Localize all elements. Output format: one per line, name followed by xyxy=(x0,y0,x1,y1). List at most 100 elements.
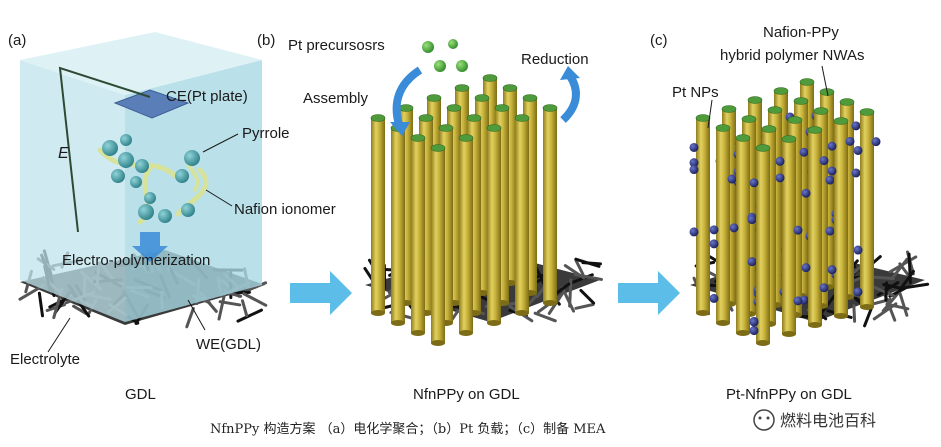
electropolymerization-arrow xyxy=(132,232,168,262)
assembly-arrow-head xyxy=(390,122,410,136)
carbon-fiber xyxy=(574,257,601,268)
pt-nanoparticle xyxy=(851,121,861,131)
pyrrole-monomer xyxy=(138,204,154,220)
watermark-text: 燃料电池百科 xyxy=(780,411,876,430)
reduction-arrow xyxy=(560,73,580,123)
nanowire-rod-top xyxy=(418,114,434,122)
nanowire-rod-top xyxy=(793,97,809,105)
nanowire-rod-base xyxy=(860,304,874,310)
pt-nanoparticle xyxy=(747,257,757,267)
carbon-fiber xyxy=(898,292,909,317)
pt-nanoparticle xyxy=(853,287,863,297)
nanowire-rod-top xyxy=(426,94,442,102)
label-pyrrole: Pyrrole xyxy=(242,125,290,142)
pyrrole-monomer xyxy=(175,169,189,183)
nanowire-rod-base xyxy=(431,340,445,346)
nanowire-rod xyxy=(696,118,710,313)
pt-nanoparticle xyxy=(845,136,855,146)
pt-nanoparticle xyxy=(819,156,829,166)
nanowire-rod xyxy=(459,138,473,333)
nanowire-rod xyxy=(834,121,848,316)
pt-nanoparticle xyxy=(689,165,699,175)
label-reduction: Reduction xyxy=(521,51,589,68)
step-arrow-a-to-b xyxy=(290,271,352,315)
carbon-fiber xyxy=(185,307,195,329)
pt-nanoparticle xyxy=(793,225,803,235)
nanowire-rod-top xyxy=(833,117,849,125)
pt-nanoparticle xyxy=(799,147,809,157)
wechat-icon xyxy=(753,409,775,431)
nanowire-rod xyxy=(808,130,822,325)
nanowire-array-c xyxy=(689,78,881,346)
pyrrole-monomers xyxy=(102,134,200,223)
carbon-fiber xyxy=(242,292,268,307)
label-ce-plate: CE(Pt plate) xyxy=(166,88,248,105)
pt-nanoparticle xyxy=(709,293,719,303)
nanowire-rod-top xyxy=(813,107,829,115)
carbon-fiber xyxy=(574,303,595,310)
nanowire-rod-top xyxy=(502,84,518,92)
nanowire-rod xyxy=(782,139,796,334)
carbon-fiber xyxy=(872,275,895,280)
nanowire-rod-top xyxy=(458,134,474,142)
nanowire-rod-top xyxy=(446,104,462,112)
pt-nanoparticle xyxy=(827,166,837,176)
label-nafion-ppy: Nafion-PPy xyxy=(763,24,839,41)
panel-b-bottom-label: NfnPPy on GDL xyxy=(413,386,520,403)
leader-nafion-ppy xyxy=(821,65,829,97)
nanowire-rod-base xyxy=(716,320,730,326)
carbon-fiber xyxy=(890,257,909,281)
pt-nanoparticle xyxy=(749,326,759,336)
carbon-fiber xyxy=(574,259,585,276)
pt-nanoparticle xyxy=(747,215,757,225)
electrolyte-box-top xyxy=(20,32,262,95)
carbon-fiber xyxy=(560,286,576,313)
pt-precursor-ball xyxy=(422,41,434,53)
nanowire-rod-top xyxy=(859,108,875,116)
watermark: 燃料电池百科 xyxy=(753,409,876,431)
assembly-arrow xyxy=(392,66,423,130)
pt-nanoparticle xyxy=(853,245,863,255)
carbon-fiber xyxy=(568,278,573,308)
panel-c-letter: (c) xyxy=(650,32,668,49)
leader-we xyxy=(187,299,206,331)
nanowire-rod-base xyxy=(391,320,405,326)
pt-precursor-ball xyxy=(448,39,458,49)
nanowire-rod-top xyxy=(474,94,490,102)
pt-nanoparticle xyxy=(827,265,837,275)
nanowire-rod-top xyxy=(773,87,789,95)
pt-nanoparticle xyxy=(775,173,785,183)
carbon-fiber xyxy=(898,269,915,292)
carbon-fiber xyxy=(884,281,889,302)
wechat-icon-dot xyxy=(766,416,770,420)
nanowire-rod-top xyxy=(807,126,823,134)
nanowire-rod xyxy=(371,118,385,313)
nanowire-rod-top xyxy=(398,104,414,112)
figure-caption: NfnPPy 构造方案 （a）电化学聚合；（b）Pt 负载；（c）制备 MEA xyxy=(210,421,606,437)
nanowire-rod-top xyxy=(735,134,751,142)
leader-nafion xyxy=(205,189,233,207)
nanowire-rod xyxy=(391,128,405,323)
nanowire-rod xyxy=(716,128,730,323)
nanowire-rod-top xyxy=(715,124,731,132)
carbon-fiber xyxy=(236,308,263,323)
label-we-gdl: WE(GDL) xyxy=(196,336,261,353)
pt-nanoparticle xyxy=(871,137,881,147)
pyrrole-monomer xyxy=(118,152,134,168)
pyrrole-monomer xyxy=(135,159,149,173)
nanowire-rod-top xyxy=(454,84,470,92)
pt-nanoparticle xyxy=(793,296,803,306)
nanowire-array-b xyxy=(370,74,558,346)
pt-nanoparticle xyxy=(749,178,759,188)
pt-nanoparticle xyxy=(689,158,699,168)
carbon-fiber xyxy=(217,289,227,321)
pyrrole-monomer xyxy=(120,134,132,146)
nanowire-rod-top xyxy=(799,78,815,86)
carbon-fiber xyxy=(579,288,596,305)
nanowire-rod-top xyxy=(839,98,855,106)
panel-b: (b) Pt precursosrs Assembly Reduction Nf… xyxy=(257,32,603,403)
panel-c-bottom-label: Pt-NfnPPy on GDL xyxy=(726,386,852,403)
nanowire-rod-top xyxy=(410,134,426,142)
pt-precursor-ball xyxy=(434,60,446,72)
